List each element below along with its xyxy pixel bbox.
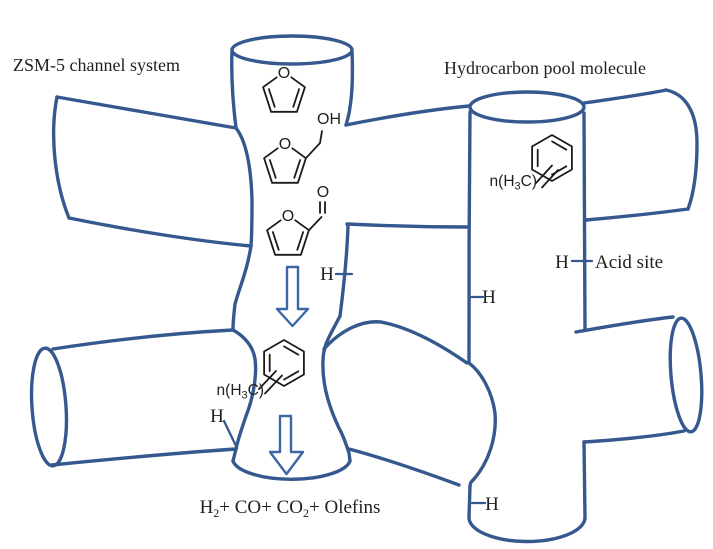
furfural-carbonyl-oxygen-label: O — [317, 184, 329, 201]
hydrogen-label-lower-left: H — [210, 406, 224, 427]
lower-right-side-opening — [668, 316, 704, 434]
lower-right-side-channel — [574, 315, 704, 444]
methyl-group-label-left: n(H3C) — [217, 382, 264, 402]
zeolite-framework — [29, 34, 704, 544]
left-channel-wall-left-bulge — [234, 126, 254, 248]
hydrogen-label-left-channel: H — [320, 264, 334, 285]
acid-site-label: Acid site — [595, 252, 663, 273]
acid-site-ticks — [222, 259, 594, 505]
furfuryl-alcohol-molecule: O OH — [263, 111, 341, 184]
hydrogen-label-acid-site: H — [555, 252, 569, 273]
middle-left-channel-bottom-edge — [50, 447, 238, 467]
furfuryl-alcohol-oxygen-label: O — [279, 136, 291, 153]
reaction-arrows — [268, 265, 310, 476]
left-channel-wall-right-middle — [338, 224, 350, 318]
left-channel-wall-left-upper — [230, 49, 238, 130]
lower-right-cross-channel — [322, 320, 469, 487]
left-channel — [230, 34, 355, 481]
right-channel-wall-left-bulge — [467, 361, 497, 488]
middle-left-channel-opening — [29, 346, 69, 468]
left-channel-wall-left-pinch — [231, 328, 258, 451]
products-label: H2+ CO+ CO2+ Olefins — [200, 497, 381, 520]
acid-site-tick-lower-left — [222, 419, 239, 450]
hydrogen-label-right-channel-mid: H — [482, 287, 496, 308]
upper-right-cross-channel — [344, 88, 699, 229]
molecules: O O OH O O n(H3C) n(H3C) — [217, 65, 573, 402]
furfuryl-alcohol-ring — [263, 147, 307, 184]
right-channel-bottom-arc — [467, 515, 587, 544]
right-title: Hydrocarbon pool molecule — [444, 58, 646, 78]
methyl-bond-slashes-left — [258, 370, 283, 395]
captions: ZSM-5 channel system Hydrocarbon pool mo… — [13, 55, 663, 520]
upper-left-channel-bottom-edge — [67, 216, 253, 248]
upper-left-side-channel — [51, 95, 253, 248]
methyl-group-label-right: n(H3C) — [490, 173, 537, 193]
benzene-ring-right — [531, 134, 573, 182]
furfural-molecule: O O — [266, 184, 329, 256]
methylbenzene-molecule-right: n(H3C) — [490, 134, 573, 193]
hydrogen-label-right-channel-bottom: H — [485, 494, 499, 515]
hydroxyl-label: OH — [317, 111, 341, 128]
lower-right-cross-bottom-edge — [347, 447, 461, 487]
down-arrow-upper — [275, 265, 310, 328]
furfural-oxygen-label: O — [282, 208, 294, 225]
left-channel-wall-left-lower — [231, 447, 238, 463]
upper-left-channel-end-cap — [51, 95, 71, 220]
middle-left-side-channel — [29, 328, 238, 468]
left-channel-top-opening — [230, 34, 354, 66]
right-channel-top-opening — [468, 90, 586, 124]
middle-left-channel-top-edge — [51, 328, 235, 351]
upper-right-channel-top-edge-left — [344, 104, 471, 127]
right-channel-wall-right-upper — [582, 111, 587, 332]
furan-ring — [262, 76, 306, 113]
left-channel-bottom-arc — [231, 459, 352, 481]
upper-right-channel-end-cap — [664, 88, 699, 211]
down-arrow-lower — [268, 414, 305, 476]
left-channel-wall-right-upper — [344, 49, 355, 127]
benzene-ring-left — [263, 339, 305, 387]
right-channel-wall-left-upper — [467, 110, 472, 365]
upper-left-channel-top-edge — [55, 95, 238, 130]
furfural-aldehyde-bond — [308, 201, 326, 232]
furfuryl-alcohol-ch2oh-bond — [305, 130, 323, 160]
left-channel-wall-right-pinch — [321, 314, 352, 463]
furfural-ring — [266, 219, 310, 256]
furan-oxygen-label: O — [278, 65, 290, 82]
lower-right-side-bottom-edge — [582, 429, 686, 444]
methyl-bond-slashes-right — [535, 164, 559, 189]
upper-right-channel-bottom-edge-left — [345, 222, 471, 229]
left-channel-wall-left-middle — [231, 244, 253, 332]
lower-right-cross-top-edge — [322, 320, 469, 365]
upper-right-channel-bottom-edge-right — [584, 207, 690, 222]
right-channel-wall-left-lower — [467, 484, 472, 519]
right-channel-wall-right-lower — [582, 440, 587, 520]
furan-molecule: O — [262, 65, 306, 113]
methylbenzene-molecule-left: n(H3C) — [217, 339, 305, 402]
right-channel — [467, 90, 587, 544]
lower-right-side-top-edge — [574, 315, 675, 334]
left-title: ZSM-5 channel system — [13, 55, 180, 75]
upper-right-channel-top-edge-right — [582, 88, 668, 105]
